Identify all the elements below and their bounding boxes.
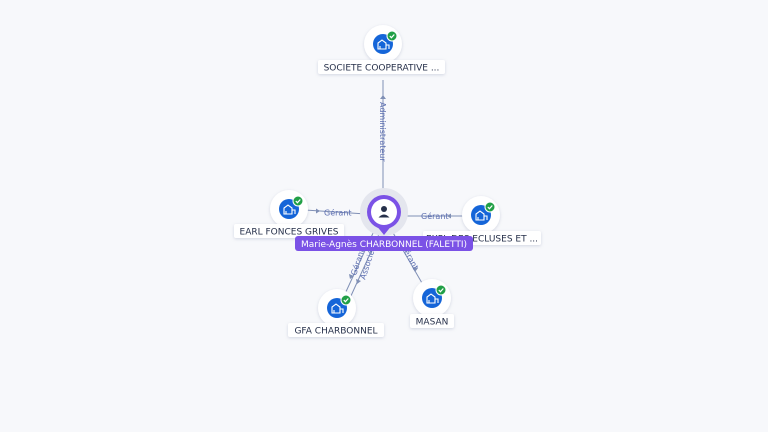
company-icon <box>331 303 344 314</box>
verified-badge-icon <box>340 294 352 306</box>
svg-text:EARL FONCES GRIVES: EARL FONCES GRIVES <box>240 228 339 238</box>
edge-label-gerant-expl: Gérant <box>421 211 449 221</box>
center-label[interactable]: Marie-Agnès CHARBONNEL (FALETTI) <box>295 236 473 251</box>
edge-label-gerant-earl: Gérant <box>324 208 352 218</box>
svg-text:MASAN: MASAN <box>416 318 449 328</box>
node-expl[interactable] <box>462 196 500 234</box>
svg-text:SOCIETE COOPERATIVE ...: SOCIETE COOPERATIVE ... <box>324 64 440 74</box>
node-label-earl[interactable]: EARL FONCES GRIVES <box>234 224 344 238</box>
company-icon <box>283 204 296 215</box>
node-earl[interactable] <box>270 190 308 228</box>
node-masan[interactable] <box>413 279 451 317</box>
svg-text:EXPL DES ECLUSES ET ...: EXPL DES ECLUSES ET ... <box>426 235 538 245</box>
node-societe[interactable] <box>364 25 402 63</box>
verified-badge-icon <box>386 30 398 42</box>
node-gfa[interactable] <box>318 289 356 327</box>
svg-text:Marie-Agnès CHARBONNEL (FALETT: Marie-Agnès CHARBONNEL (FALETTI) <box>301 239 467 250</box>
verified-badge-icon <box>435 284 447 296</box>
edge-earl: Gérant <box>304 208 367 218</box>
svg-text:GFA CHARBONNEL: GFA CHARBONNEL <box>294 327 377 337</box>
company-icon <box>475 210 488 221</box>
edge-expl: Gérant <box>402 211 466 221</box>
verified-badge-icon <box>292 195 304 207</box>
verified-badge-icon <box>484 201 496 213</box>
node-label-masan[interactable]: MASAN <box>410 314 454 328</box>
node-label-societe[interactable]: SOCIETE COOPERATIVE ... <box>318 60 445 74</box>
edge-societe: Administrateur <box>378 80 387 190</box>
company-icon <box>426 293 439 304</box>
node-label-gfa[interactable]: GFA CHARBONNEL <box>288 323 384 337</box>
company-icon <box>377 39 390 50</box>
edge-label-administrateur: Administrateur <box>378 102 387 162</box>
person-icon <box>378 206 390 218</box>
node-center-person[interactable] <box>360 188 408 236</box>
